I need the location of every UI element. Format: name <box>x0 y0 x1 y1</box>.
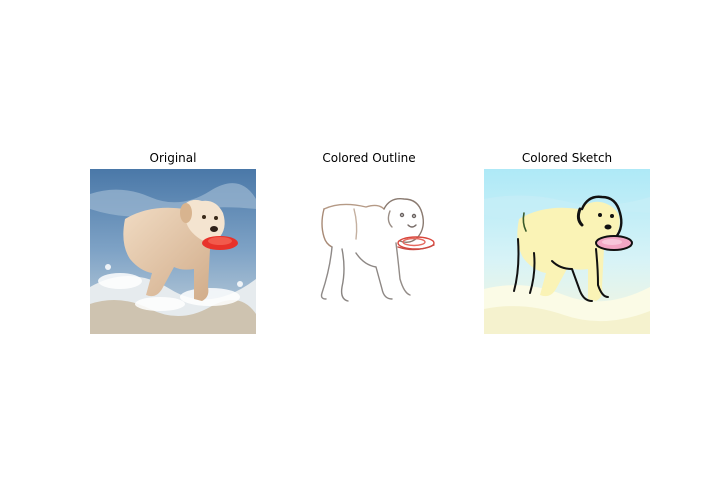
panel-title-original: Original <box>149 151 197 165</box>
original-dog-photo <box>90 169 256 334</box>
panel-title-colored-sketch: Colored Sketch <box>521 151 613 165</box>
panel-title-colored-outline: Colored Outline <box>322 151 416 165</box>
colored-outline-dog-drawing <box>286 169 452 334</box>
colored-sketch-dog-drawing <box>484 169 650 334</box>
